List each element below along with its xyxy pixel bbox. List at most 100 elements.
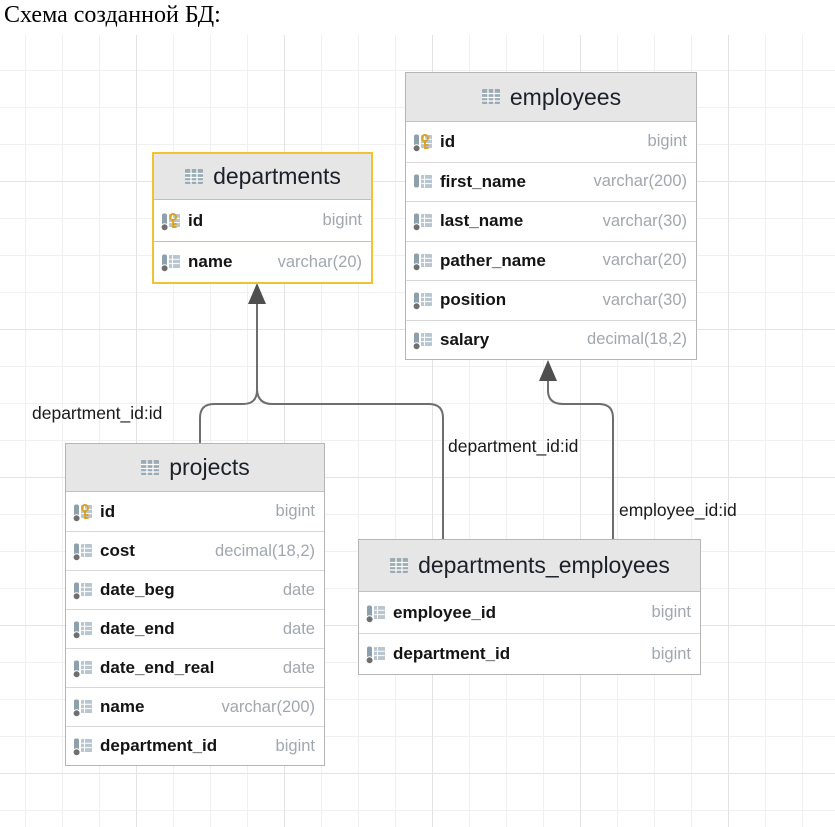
column-type: varchar(20) [602, 251, 687, 270]
column-icon [161, 211, 183, 231]
column-type: bigint [322, 211, 362, 229]
table-title: employees [509, 83, 622, 110]
nullable-dot-icon [161, 264, 169, 272]
column-list: id bigint cost deci [66, 492, 324, 765]
table-projects[interactable]: projects id bigi [65, 443, 325, 766]
column-list: employee_id bigint depa [359, 592, 700, 674]
table-row[interactable]: date_end date [66, 609, 324, 648]
nullable-dot-icon [413, 223, 421, 232]
nullable-dot-icon [73, 670, 81, 678]
column-icon [413, 290, 435, 311]
column-name: date_beg [100, 580, 175, 599]
table-title: departments_employees [418, 552, 670, 578]
column-icon [413, 172, 435, 192]
table-row[interactable]: last_name varchar(30) [406, 201, 696, 241]
column-type: date [282, 580, 315, 599]
column-icon [73, 736, 95, 756]
table-row[interactable]: id bigint [154, 200, 371, 241]
table-row[interactable]: pather_name varchar(20) [406, 240, 696, 280]
column-name: pather_name [440, 250, 546, 270]
column-icon [73, 697, 95, 717]
table-departments[interactable]: departments id b [152, 152, 373, 284]
table-row[interactable]: name varchar(20) [154, 241, 371, 282]
table-icon [481, 89, 500, 104]
column-name: position [440, 290, 507, 310]
nullable-dot-icon [161, 222, 169, 231]
nullable-dot-icon [413, 262, 421, 271]
column-name: date_end [100, 619, 175, 638]
column-icon [413, 330, 435, 350]
column-name: salary [440, 329, 490, 349]
column-icon [73, 502, 95, 522]
nullable-dot-icon [413, 341, 421, 350]
column-name: id [188, 210, 204, 230]
column-icon [73, 619, 95, 639]
table-row[interactable]: department_id bigint [359, 633, 700, 674]
page-title: Схема созданной БД: [4, 2, 221, 28]
table-row[interactable]: id bigint [66, 492, 324, 531]
column-type: varchar(200) [593, 172, 687, 191]
nullable-dot-icon [73, 513, 81, 522]
table-departments-employees[interactable]: departments_employees [358, 539, 701, 675]
column-icon [366, 644, 388, 664]
column-icon [73, 658, 95, 678]
primary-key-icon [169, 212, 177, 228]
column-icon [161, 252, 183, 272]
table-header-employees[interactable]: employees [406, 73, 696, 122]
table-employees[interactable]: employees id big [405, 72, 697, 360]
column-name: department_id [393, 644, 511, 663]
nullable-dot-icon [73, 709, 81, 717]
column-type: date [282, 658, 315, 677]
table-title: projects [169, 454, 250, 480]
column-name: first_name [440, 171, 526, 191]
table-row[interactable]: date_beg date [66, 570, 324, 609]
column-name: name [100, 697, 145, 716]
nullable-dot-icon [73, 553, 81, 561]
column-type: bigint [651, 603, 691, 621]
column-type: varchar(200) [221, 697, 315, 716]
column-icon [413, 211, 435, 232]
table-header-departments[interactable]: departments [154, 154, 371, 200]
column-name: id [100, 501, 116, 521]
column-type: varchar(20) [277, 252, 362, 271]
table-row[interactable]: department_id bigint [66, 726, 324, 765]
relation-label: employee_id:id [619, 500, 737, 520]
nullable-dot-icon [73, 748, 81, 756]
column-type: date [282, 619, 315, 638]
column-name: employee_id [393, 602, 496, 622]
column-name: name [188, 252, 233, 271]
table-row[interactable]: salary decimal(18,2) [406, 319, 696, 359]
nullable-dot-icon [413, 302, 421, 311]
column-icon [73, 580, 95, 600]
table-row[interactable]: first_name varchar(200) [406, 161, 696, 201]
column-type: decimal(18,2) [215, 541, 315, 560]
table-icon [141, 459, 160, 475]
primary-key-icon [421, 133, 429, 149]
table-row[interactable]: employee_id bigint [359, 592, 700, 633]
column-icon [413, 132, 435, 152]
primary-key-icon [81, 503, 89, 519]
relation-label: department_id:id [448, 436, 579, 456]
table-header-projects[interactable]: projects [66, 444, 324, 492]
nullable-dot-icon [73, 592, 81, 600]
column-name: last_name [440, 211, 524, 231]
table-header-departments-employees[interactable]: departments_employees [359, 540, 700, 592]
table-row[interactable]: id bigint [406, 122, 696, 162]
column-icon [413, 251, 435, 271]
column-name: date_end_real [100, 658, 215, 677]
column-type: varchar(30) [602, 290, 687, 309]
nullable-dot-icon [73, 631, 81, 639]
table-row[interactable]: cost decimal(18,2) [66, 531, 324, 570]
relation-label: department_id:id [32, 403, 163, 423]
table-row[interactable]: position varchar(30) [406, 280, 696, 320]
table-row[interactable]: name varchar(200) [66, 687, 324, 726]
table-icon [390, 557, 409, 573]
table-row[interactable]: date_end_real date [66, 648, 324, 687]
column-name: id [440, 131, 456, 151]
column-type: decimal(18,2) [587, 330, 687, 349]
column-icon [73, 541, 95, 561]
column-name: department_id [100, 736, 218, 755]
table-icon [185, 168, 204, 184]
nullable-dot-icon [413, 143, 421, 152]
